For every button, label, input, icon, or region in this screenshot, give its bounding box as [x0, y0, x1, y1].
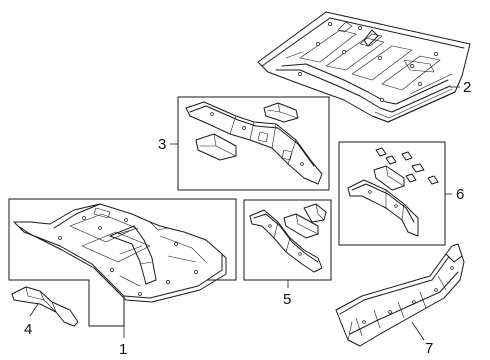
part-6-group-box	[338, 141, 446, 246]
part-3-group-box	[177, 96, 330, 191]
part-1-front-floor-pan	[13, 203, 227, 303]
callout-2: 2	[463, 79, 471, 96]
leader-line-7	[411, 321, 425, 341]
leader-line-4	[29, 303, 39, 317]
part-6-reinforcement-assembly	[347, 147, 439, 237]
part-4-bracket	[11, 286, 79, 327]
callout-4: 4	[24, 321, 32, 338]
callout-6: 6	[456, 186, 464, 203]
callout-3: 3	[158, 136, 166, 153]
part-7-side-rail	[335, 243, 465, 347]
part-5-group-box	[243, 199, 332, 281]
callout-7: 7	[425, 340, 433, 357]
callout-1: 1	[119, 341, 127, 358]
part-3-crossmember-assembly	[185, 101, 323, 185]
part-5-crossmember-assembly	[249, 203, 327, 273]
part-2-rear-floor-pan	[257, 11, 471, 123]
callout-5: 5	[283, 291, 291, 308]
